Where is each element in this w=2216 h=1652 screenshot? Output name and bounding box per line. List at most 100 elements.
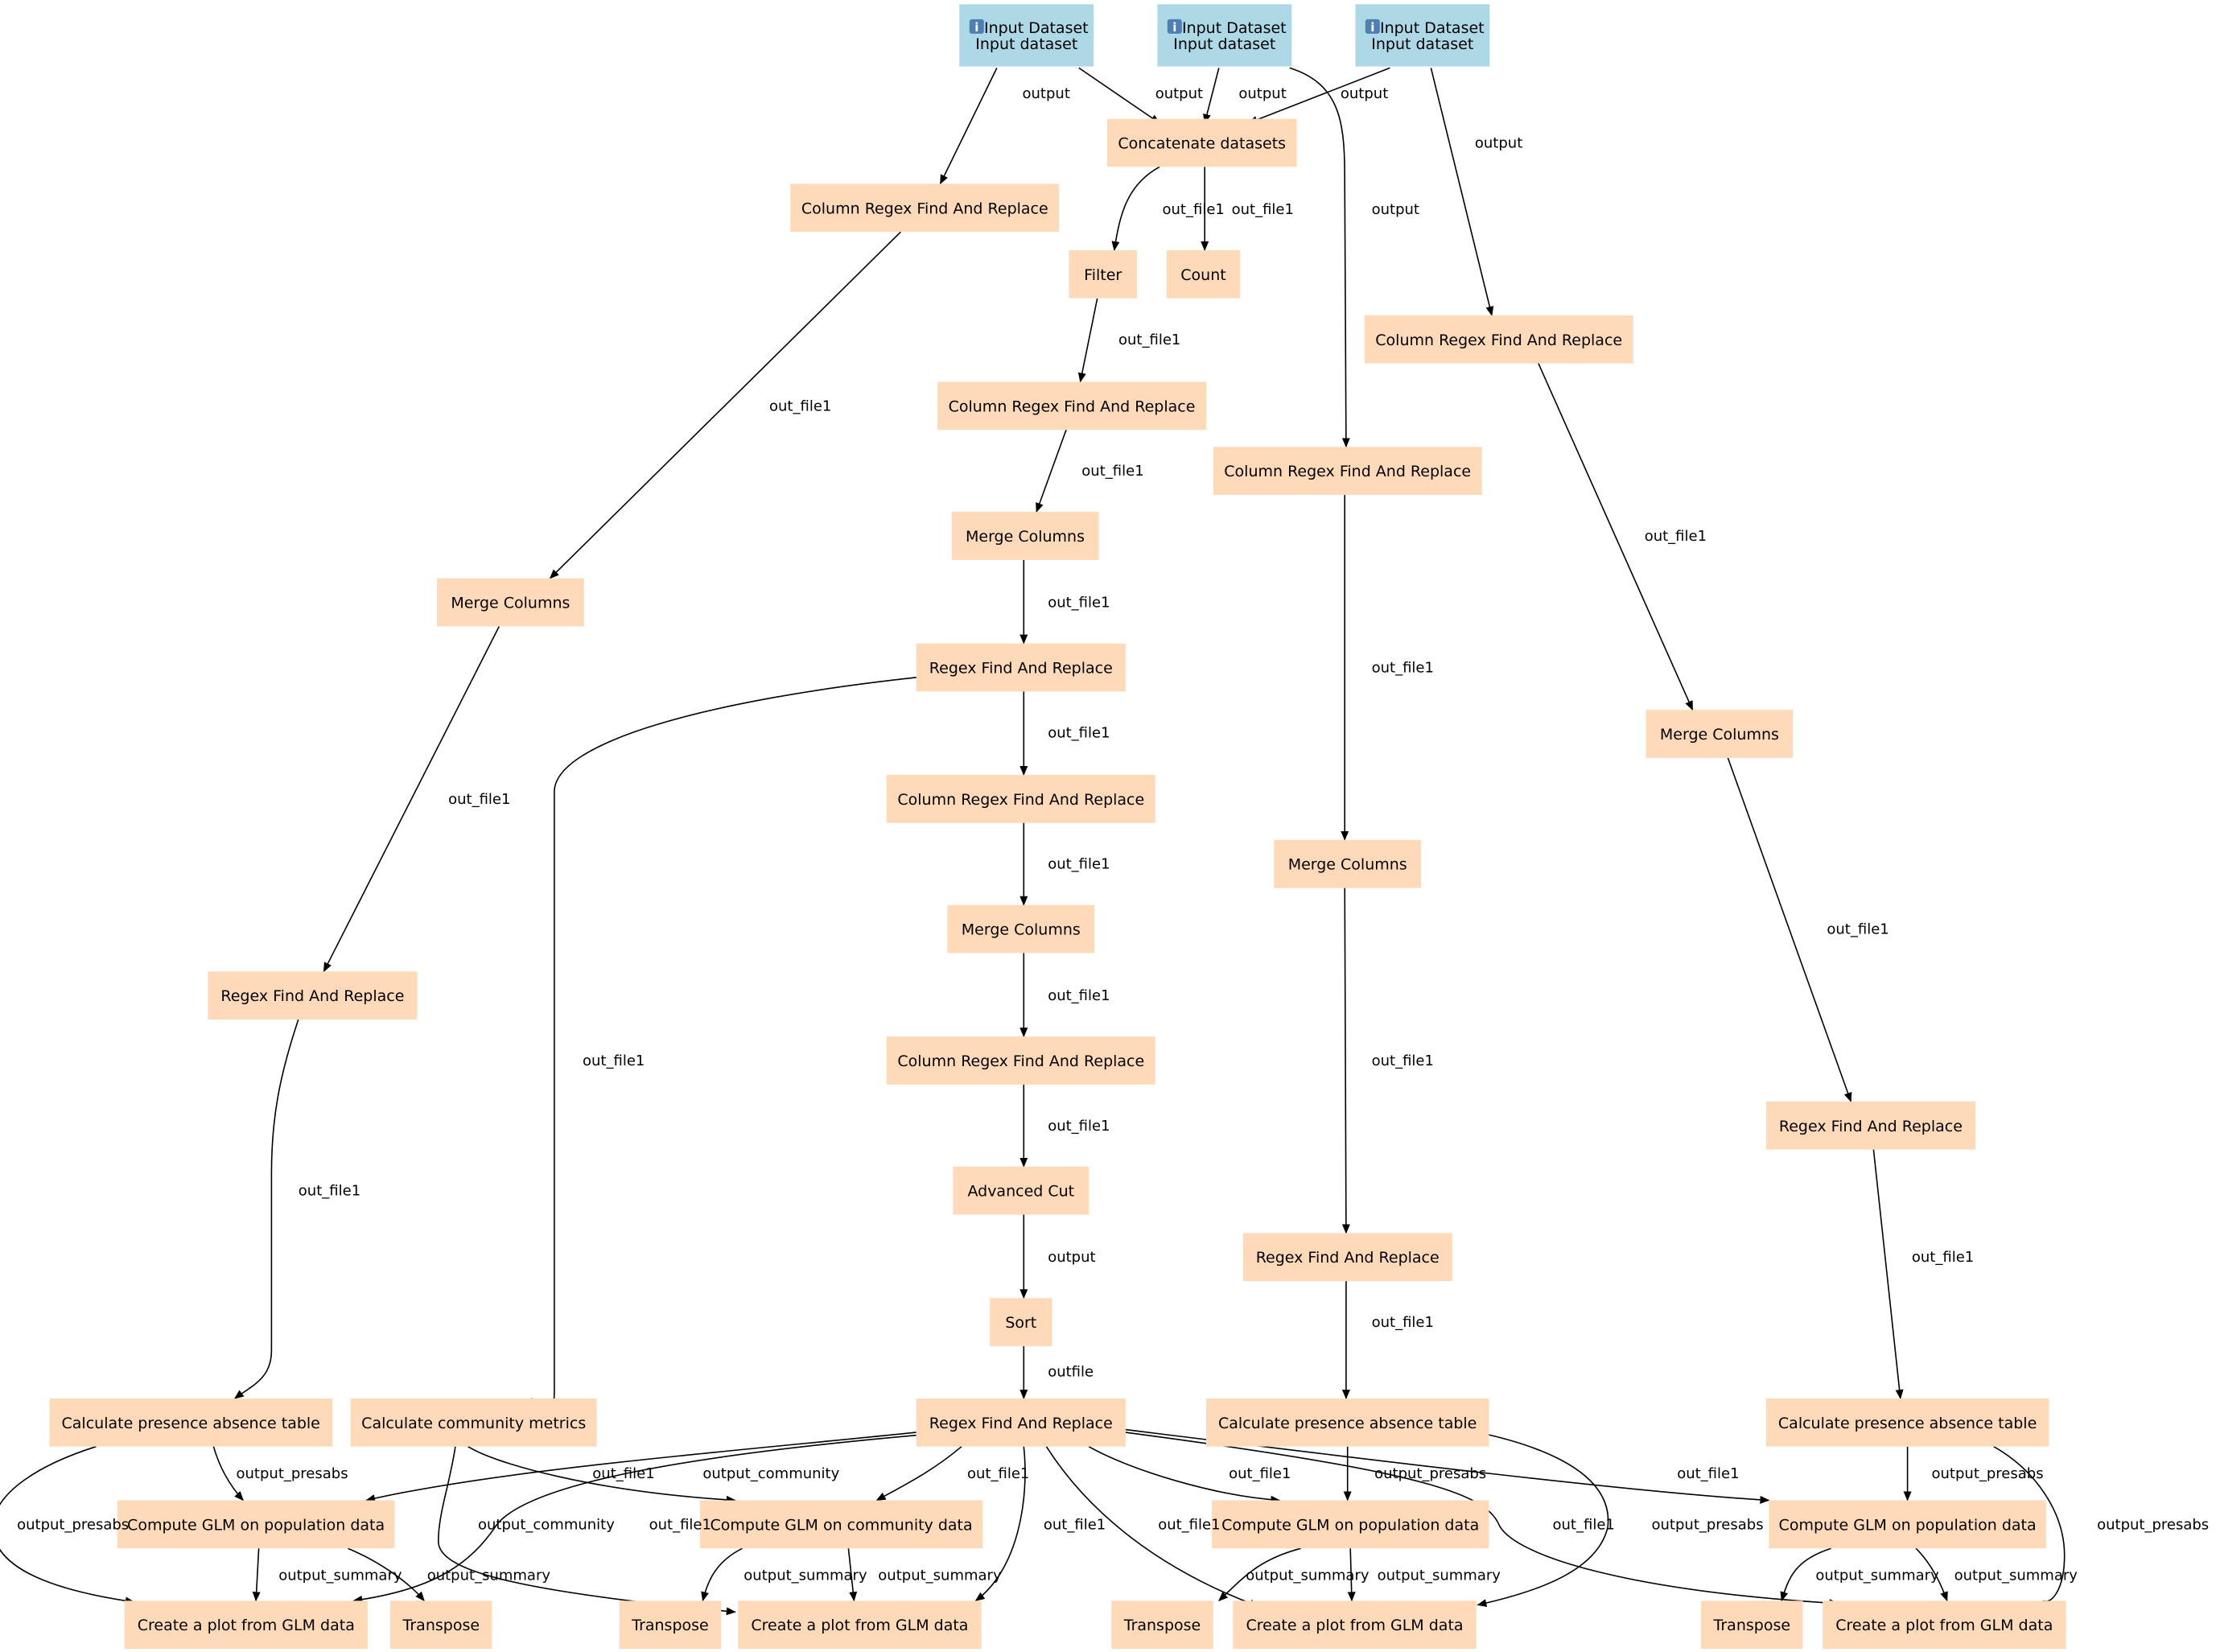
node-box — [1213, 447, 1482, 495]
node-box — [619, 1601, 722, 1649]
edge-label: out_file1 — [1048, 856, 1110, 873]
node-box — [1769, 1500, 2046, 1549]
edge-label: output_summary — [1378, 1568, 1501, 1584]
tool-node-cpat_r[interactable]: Calculate presence absence table — [1765, 1399, 2049, 1447]
edge-label: output_summary — [427, 1568, 551, 1584]
tool-node-tr_mid[interactable]: Transpose — [1111, 1601, 1213, 1649]
tool-node-crf_m2[interactable]: Column Regex Find And Replace — [886, 775, 1155, 823]
node-title: Compute GLM on community data — [711, 1516, 973, 1534]
tool-node-plot_mid[interactable]: Create a plot from GLM data — [1233, 1601, 1477, 1649]
tool-node-rf_m1[interactable]: Regex Find And Replace — [916, 643, 1126, 692]
edge-label: output_presabs — [237, 1465, 348, 1482]
edge-crf1-to-mc_l — [549, 231, 901, 579]
node-title: Column Regex Find And Replace — [1375, 332, 1622, 349]
tool-node-sort[interactable]: Sort — [990, 1298, 1052, 1346]
edge-label: output_presabs — [2097, 1516, 2209, 1533]
svg-text:i: i — [1370, 20, 1374, 35]
tool-node-acut[interactable]: Advanced Cut — [953, 1166, 1089, 1215]
tool-node-cpat_l[interactable]: Calculate presence absence table — [49, 1399, 333, 1447]
edge-mc_l-to-rf_l — [323, 626, 500, 973]
node-box — [1646, 710, 1794, 758]
edge-in1-to-concat — [1078, 67, 1160, 124]
node-title: Merge Columns — [451, 595, 570, 612]
tool-node-glm_r[interactable]: Compute GLM on population data — [1769, 1500, 2046, 1549]
edge-label: out_file1 — [1048, 724, 1110, 741]
node-title: Create a plot from GLM data — [138, 1617, 355, 1634]
node-title: Create a plot from GLM data — [751, 1617, 968, 1634]
node-title: Regex Find And Replace — [1779, 1118, 1963, 1135]
node-box — [1765, 1399, 2049, 1447]
edge-filter-to-crf_m1 — [1077, 298, 1098, 383]
tool-node-plot_c[interactable]: Create a plot from GLM data — [738, 1601, 982, 1649]
tool-node-plot_l[interactable]: Create a plot from GLM data — [124, 1601, 368, 1649]
tool-node-glm_l[interactable]: Compute GLM on population data — [117, 1500, 395, 1549]
node-subtitle: Input dataset — [1371, 35, 1473, 53]
node-title: Sort — [1005, 1314, 1036, 1332]
edge-rf_m2-to-glm_l — [365, 1432, 916, 1502]
tool-node-rf_mid[interactable]: Regex Find And Replace — [1242, 1233, 1452, 1282]
edge-label: out_file1 — [1553, 1516, 1615, 1533]
tool-node-crf_mid[interactable]: Column Regex Find And Replace — [1213, 447, 1482, 495]
edge-in3-to-crf_r — [1430, 68, 1494, 316]
tool-node-crf1[interactable]: Column Regex Find And Replace — [790, 183, 1060, 233]
node-title: Concatenate datasets — [1118, 135, 1286, 153]
tool-node-crf_r[interactable]: Column Regex Find And Replace — [1364, 315, 1633, 364]
edge-label: output — [1475, 135, 1522, 152]
node-box — [1157, 4, 1292, 67]
edge-cpat_l-to-glm_l — [212, 1446, 244, 1502]
node-box — [1166, 250, 1241, 299]
node-box — [437, 578, 584, 627]
edge-concat-to-filter — [1111, 166, 1160, 251]
tool-node-mc_mid[interactable]: Merge Columns — [1274, 839, 1422, 888]
tool-node-glm_c[interactable]: Compute GLM on community data — [699, 1500, 983, 1549]
edge-label: output — [1023, 85, 1070, 102]
tool-node-ccm[interactable]: Calculate community metrics — [350, 1399, 597, 1447]
tool-node-concat[interactable]: Concatenate datasets — [1107, 118, 1297, 167]
edge-label: output — [1238, 85, 1286, 102]
tool-node-plot_r[interactable]: Create a plot from GLM data — [1823, 1601, 2066, 1649]
node-box — [49, 1399, 332, 1447]
tool-node-rf_m2[interactable]: Regex Find And Replace — [916, 1399, 1126, 1447]
node-title: Compute GLM on population data — [1779, 1516, 2037, 1534]
tool-node-mc_m1[interactable]: Merge Columns — [951, 512, 1099, 560]
edge-label: out_file1 — [649, 1516, 711, 1533]
edge-label: output — [1341, 85, 1388, 102]
edge-label: output — [1048, 1249, 1095, 1266]
tool-node-count[interactable]: Count — [1166, 250, 1241, 299]
node-box — [886, 775, 1155, 823]
tool-node-filter[interactable]: Filter — [1069, 250, 1137, 299]
node-title: Column Regex Find And Replace — [897, 791, 1144, 809]
tool-node-tr_l[interactable]: Transpose — [390, 1601, 492, 1649]
node-title: Compute GLM on population data — [127, 1516, 385, 1534]
node-box — [990, 1298, 1052, 1346]
tool-node-mc_l[interactable]: Merge Columns — [437, 578, 584, 627]
tool-node-rf_l[interactable]: Regex Find And Replace — [208, 971, 418, 1020]
edge-label: out_file1 — [769, 398, 831, 414]
tool-node-glm_mid[interactable]: Compute GLM on population data — [1212, 1500, 1489, 1549]
svg-text:i: i — [1172, 20, 1176, 35]
node-box — [1242, 1233, 1452, 1282]
tool-node-tr_r[interactable]: Transpose — [1701, 1601, 1803, 1649]
node-title: Calculate presence absence table — [1778, 1415, 2037, 1432]
edge-label: output_community — [478, 1516, 615, 1533]
tool-node-mc_r[interactable]: Merge Columns — [1646, 710, 1794, 758]
edge-label: out_file1 — [1048, 595, 1110, 612]
edge-cpat_l-to-plot_l — [0, 1445, 135, 1605]
tool-node-tr_c[interactable]: Transpose — [619, 1601, 722, 1649]
tool-node-cpat_mid[interactable]: Calculate presence absence table — [1206, 1399, 1489, 1447]
node-box — [916, 643, 1126, 692]
tool-node-crf_m1[interactable]: Column Regex Find And Replace — [937, 381, 1206, 431]
node-title: Regex Find And Replace — [929, 1415, 1113, 1432]
node-title: Transpose — [1713, 1617, 1790, 1634]
tool-node-rf_r[interactable]: Regex Find And Replace — [1765, 1101, 1975, 1150]
node-title: Merge Columns — [966, 528, 1085, 546]
tool-node-crf_m3[interactable]: Column Regex Find And Replace — [886, 1036, 1155, 1085]
node-title: Merge Columns — [962, 921, 1081, 939]
edge-label: out_file1 — [1827, 921, 1889, 938]
node-box — [790, 183, 1060, 233]
edge-label: out_file1 — [592, 1465, 654, 1482]
tool-node-mc_m2[interactable]: Merge Columns — [947, 904, 1095, 954]
